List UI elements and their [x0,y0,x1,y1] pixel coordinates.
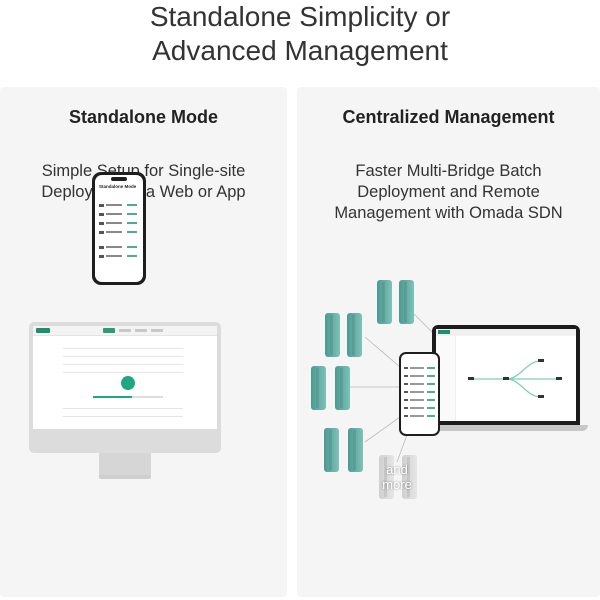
laptop-illustration [432,325,580,425]
centralized-desc-line-3: Management with Omada SDN [334,204,563,222]
smartphone-illustration: Standalone Mode [92,172,146,285]
phone-device-row [99,221,139,227]
headline-line-2: Advanced Management [152,35,448,66]
sdn-header [436,329,576,336]
omada-sdn-screen [436,329,576,421]
web-ui-table-line [63,416,183,417]
standalone-mode-title: Standalone Mode [68,107,218,127]
wireless-bridge-device [347,313,362,357]
phone-device-row [99,254,139,260]
and-more-label: and more [382,462,412,492]
wireless-bridge-device [311,366,326,410]
web-ui-tab [151,329,163,332]
wireless-bridge-device [335,366,350,410]
laptop-base [424,425,588,431]
desktop-monitor-illustration [29,322,221,453]
wireless-bridge-device [399,280,414,324]
wireless-bridge-device-more [402,455,417,499]
web-ui-header [33,326,217,336]
and-more-line-2: more [382,477,412,492]
app-device-row [404,374,436,379]
phone-app-screen: Standalone Mode [95,175,143,282]
progress-bar [93,396,163,398]
web-ui-tab [119,329,131,332]
web-ui-table-line [63,372,183,373]
phone-notch [111,177,127,181]
app-device-row [404,414,436,419]
phone-device-row [99,245,139,251]
wireless-bridge-device [324,428,339,472]
wireless-bridge-device [377,280,392,324]
wireless-bridge-device [325,313,340,357]
web-ui-table-line [63,356,183,357]
web-ui-table-line [63,348,183,349]
wireless-bridge-device-more [379,455,394,499]
centralized-management-title: Centralized Management [342,107,555,127]
omada-app-screen [401,354,438,434]
app-device-row [404,390,436,395]
app-device-row [404,382,436,387]
app-device-row [404,398,436,403]
phone-app-title: Standalone Mode [99,184,137,189]
web-ui-table-line [63,364,183,365]
web-ui-screen [33,326,217,429]
centralized-desc-line-2: Deployment and Remote [357,183,540,201]
web-ui-table-line [63,408,183,409]
phone-device-row [99,212,139,218]
headline-line-1: Standalone Simplicity or [149,1,451,32]
omada-logo [36,328,50,333]
web-ui-tab [103,328,115,333]
omada-logo [438,330,450,334]
wireless-bridge-device [348,428,363,472]
app-device-row [404,406,436,411]
monitor-stand [99,453,151,475]
main-headline: Standalone Simplicity or Advanced Manage… [0,0,600,68]
and-more-line-1: and [386,462,408,477]
progress-bar-fill [93,396,132,398]
centralized-desc-line-1: Faster Multi-Bridge Batch [355,162,542,180]
smartphone-illustration-management [399,352,440,436]
web-ui-tab [135,329,147,332]
sdn-sidebar [436,336,456,421]
monitor-stand-base [99,475,151,479]
loading-spinner-icon [121,376,135,390]
centralized-management-description: Faster Multi-Bridge Batch Deployment and… [297,161,600,224]
phone-device-row [99,203,139,209]
phone-device-row [99,230,139,236]
app-device-row [404,366,436,371]
network-topology-graphic [468,359,562,398]
